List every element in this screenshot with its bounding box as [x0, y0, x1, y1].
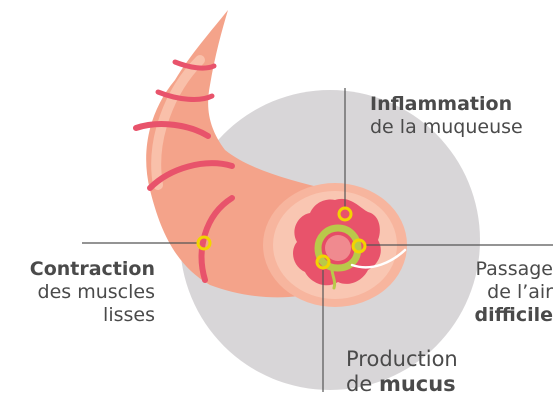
- label-inflammation: Inflammation de la muqueuse: [370, 93, 523, 139]
- inflammation-subtitle: de la muqueuse: [370, 116, 523, 139]
- passage-line1: Passage: [475, 258, 553, 281]
- production-prefix: de: [346, 372, 379, 396]
- passage-line3: difficile: [475, 304, 553, 326]
- inflammation-title: Inflammation: [370, 93, 512, 115]
- contraction-line3: lisses: [30, 304, 155, 327]
- contraction-title: Contraction: [30, 258, 155, 280]
- contraction-line2: des muscles: [30, 281, 155, 304]
- production-line1: Production: [346, 347, 458, 372]
- label-contraction: Contraction des muscles lisses: [30, 258, 155, 327]
- passage-line2: de l’air: [475, 281, 553, 304]
- label-production: Production de mucus: [346, 347, 458, 397]
- label-passage: Passage de l’air difficile: [475, 258, 553, 327]
- production-mucus: mucus: [379, 372, 456, 396]
